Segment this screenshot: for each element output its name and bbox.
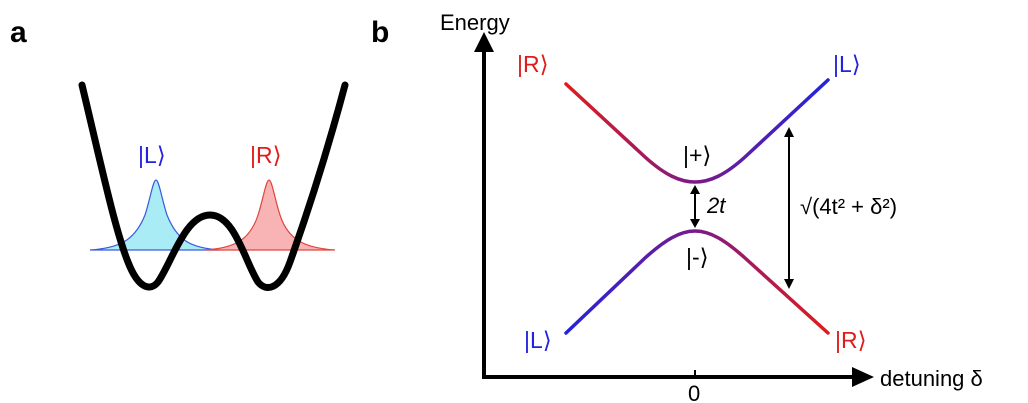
gap-label: 2t	[706, 193, 726, 218]
ket-right-label: |R⟩	[250, 142, 282, 168]
ket-bottom-right-label: |R⟩	[835, 327, 867, 353]
splitting-arrow-head-up	[784, 127, 794, 137]
splitting-arrow-head-down	[784, 279, 794, 289]
y-axis-label: Energy	[440, 10, 510, 35]
x-axis-label: detuning δ	[880, 366, 983, 391]
double-well-potential	[82, 85, 345, 287]
x-axis-arrowhead	[852, 367, 874, 387]
x-tick-label-zero: 0	[688, 381, 700, 403]
ket-top-right-label: |L⟩	[833, 51, 861, 77]
splitting-label: √(4t² + δ²)	[800, 194, 897, 219]
panel-label-a: a	[10, 16, 27, 49]
ket-top-left-label: |R⟩	[517, 51, 549, 77]
gap-arrow-head-down	[690, 219, 700, 228]
y-axis-arrowhead	[474, 32, 494, 52]
lower-state-label: |-⟩	[686, 244, 709, 270]
ket-left-label: |L⟩	[138, 142, 166, 168]
panel-label-b: b	[371, 16, 389, 49]
gap-arrow-head-up	[690, 185, 700, 194]
ket-bottom-left-label: |L⟩	[524, 327, 552, 353]
upper-state-label: |+⟩	[683, 142, 711, 168]
